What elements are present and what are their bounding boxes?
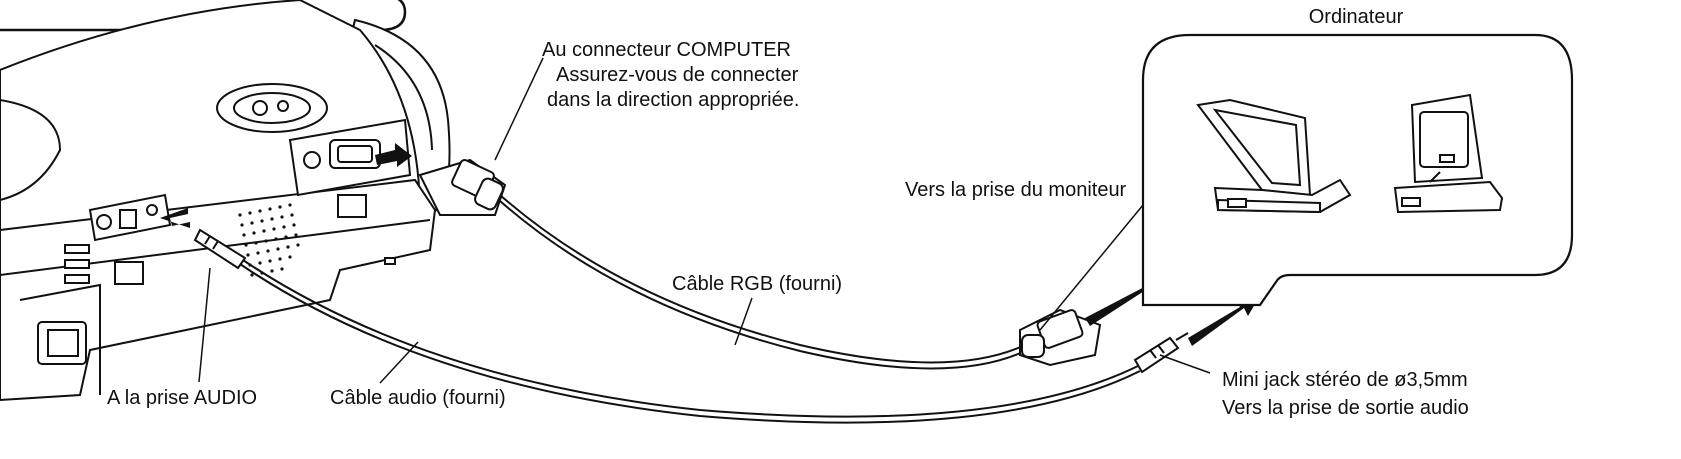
insert-arrow-rgb [375, 143, 412, 167]
computer-connector-label-line2: Assurez-vous de connecter [556, 64, 799, 86]
audio-plug-computer [1133, 332, 1189, 374]
laptop-icon [1196, 98, 1352, 214]
rgb-cable [499, 194, 1026, 370]
leader-lines [198, 57, 1211, 384]
mini-jack-label-line1: Mini jack stéréo de ø3,5mm [1222, 369, 1468, 391]
rgb-connector-projector [418, 158, 507, 216]
audio-cable-label: Câble audio (fourni) [330, 387, 506, 409]
mini-jack-label-line2: Vers la prise de sortie audio [1222, 397, 1469, 419]
audio-cable [239, 257, 1141, 424]
insert-arrow-audio [160, 208, 190, 228]
computer-group-box [1141, 33, 1574, 307]
desktop-computer-icon [1393, 93, 1504, 214]
computer-connector-label-line3: dans la direction appropriée. [547, 89, 799, 111]
computer-connector-label-line1: Au connecteur COMPUTER [542, 39, 791, 61]
computer-group-label: Ordinateur [1309, 6, 1404, 28]
rgb-cable-label: Câble RGB (fourni) [672, 273, 842, 295]
audio-plug-projector [193, 228, 247, 270]
projector [0, 0, 451, 402]
monitor-port-label: Vers la prise du moniteur [905, 179, 1127, 201]
audio-port-label: A la prise AUDIO [107, 387, 257, 409]
